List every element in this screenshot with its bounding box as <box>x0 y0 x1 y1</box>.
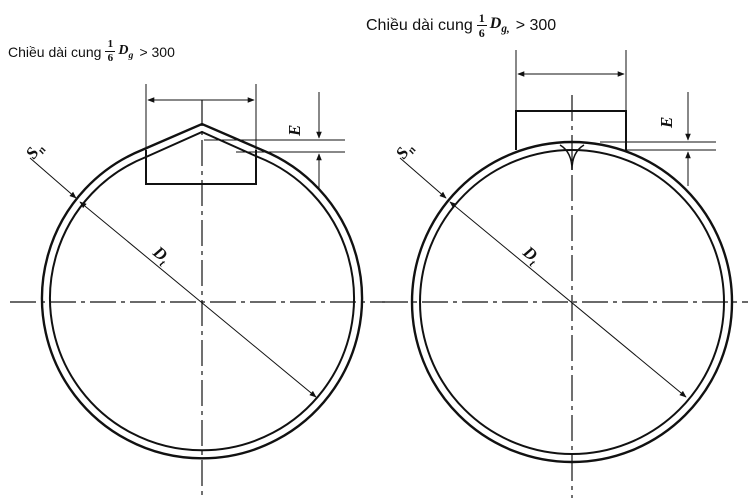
right-offset-label: E <box>657 117 676 129</box>
left-diameter-line <box>79 201 317 398</box>
right-caption-frac-den: 6 <box>478 26 485 40</box>
left-caption-symbol: Dg <box>118 42 134 61</box>
left-thickness-label: Sn <box>22 139 49 164</box>
right-diameter-label: Dt <box>517 242 544 270</box>
right-caption-frac-bar <box>476 25 487 26</box>
right-shell-inner <box>419 149 725 455</box>
left-thickness-leader <box>29 157 77 199</box>
left-caption-frac-den: 6 <box>107 52 114 64</box>
right-shell-outer <box>410 140 734 464</box>
left-shell-inner <box>49 130 355 452</box>
left-figure <box>10 84 385 498</box>
right-caption-fraction: 1 6 <box>476 11 487 40</box>
left-caption-fraction: 1 6 <box>105 38 116 64</box>
left-diameter-label: Dt <box>147 242 174 270</box>
right-caption-frac-num: 1 <box>478 11 485 25</box>
left-caption-prefix: Chiều dài cung <box>8 43 102 60</box>
left-caption-frac-num: 1 <box>107 38 114 50</box>
left-offset-label: E <box>285 125 304 137</box>
right-caption-symbol: Dg, <box>489 15 510 36</box>
left-caption-frac-bar <box>105 51 116 52</box>
right-template <box>515 110 627 150</box>
right-caption: Chiều dài cung 1 6 Dg, > 300 <box>366 12 556 39</box>
right-diameter-line <box>449 201 687 398</box>
left-shell-outer <box>40 122 364 460</box>
left-caption: Chiều dài cung 1 6 Dg > 300 <box>8 39 175 64</box>
right-thickness-leader <box>399 157 447 199</box>
right-caption-suffix: > 300 <box>515 16 557 34</box>
right-thickness-label: Sn <box>392 139 419 164</box>
right-caption-prefix: Chiều dài cung <box>366 16 473 34</box>
left-template <box>145 150 257 185</box>
right-weld-seam <box>559 144 585 171</box>
right-figure <box>382 50 748 498</box>
left-caption-suffix: > 300 <box>139 43 175 60</box>
